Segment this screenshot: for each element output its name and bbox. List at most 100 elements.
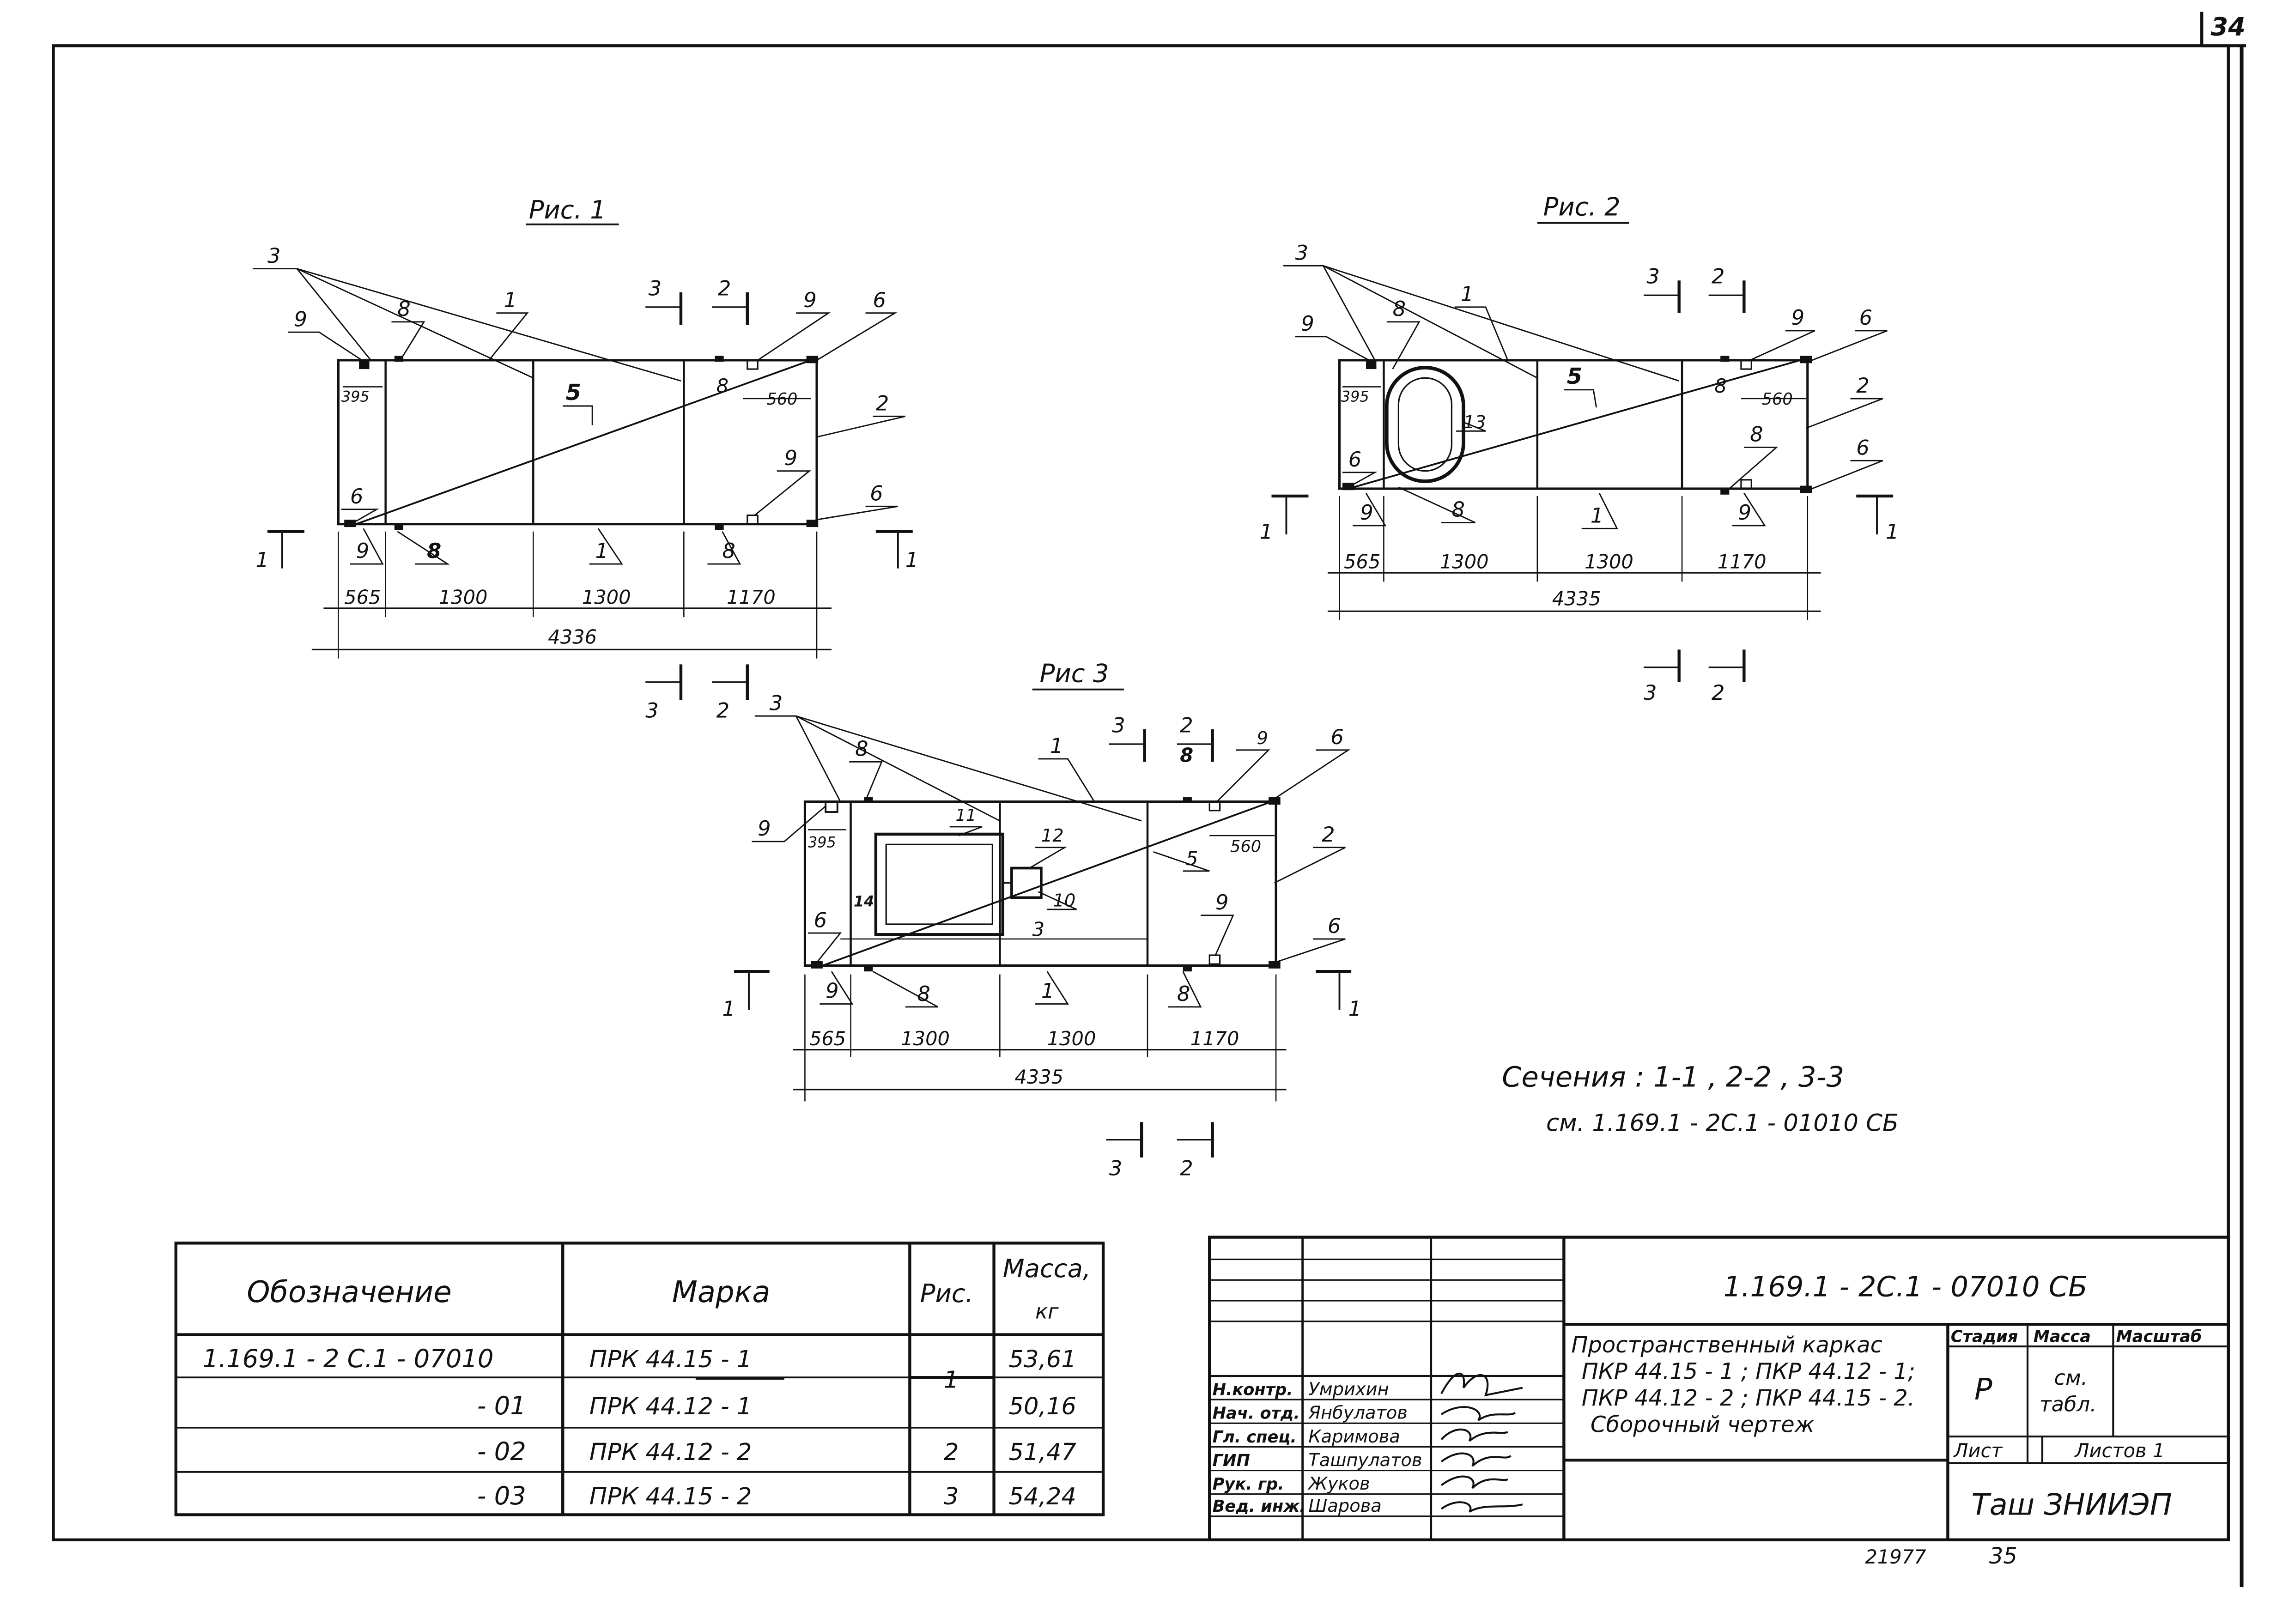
signature-role-4: ГИП <box>1213 1451 1250 1470</box>
fig2-dim-1170: 1170 <box>1718 551 1767 573</box>
spec-row3-designation: - 02 <box>477 1437 526 1466</box>
fig2-title: Рис. 2 <box>1543 193 1621 222</box>
signature-role-6: Вед. инж. <box>1213 1497 1306 1516</box>
title-line-2: ПКР 44.15 - 1 ; ПКР 44.12 - 1; <box>1582 1359 1915 1384</box>
fig1-dim-560: 560 <box>766 390 797 409</box>
fig3-callout-2: 2 <box>1322 822 1335 847</box>
fig3-callout-9-l: 9 <box>758 816 771 841</box>
signature-name-1: Умрихин <box>1308 1379 1389 1400</box>
signature-name-5: Жуков <box>1307 1473 1370 1494</box>
fig3-callout-5: 5 <box>1186 847 1198 870</box>
fig1-title: Рис. 1 <box>529 195 606 224</box>
fig1-callout-1-bot: 1 <box>595 539 608 563</box>
spec-row1-mass: 53,61 <box>1009 1346 1076 1373</box>
fig2-dim-395: 395 <box>1341 388 1369 405</box>
scale-label: Масштаб <box>2116 1327 2202 1346</box>
spec-row2-mass: 50,16 <box>1009 1393 1076 1420</box>
fig1-callout-9-tl: 9 <box>294 307 307 331</box>
title-line-4: Сборочный чертеж <box>1591 1412 1815 1437</box>
organization: Таш ЗНИИЭП <box>1972 1488 2172 1522</box>
spec-row3-mass: 51,47 <box>1009 1439 1077 1466</box>
fig1-dim-1300b: 1300 <box>582 586 631 608</box>
title-line-1: Пространственный каркас <box>1571 1333 1882 1358</box>
fig2-section-2-bot: 2 <box>1712 680 1724 705</box>
sheet-label: Лист <box>1953 1439 2003 1462</box>
fig3-section-3: 3 <box>1112 713 1125 737</box>
fig2-callout-6-tr: 6 <box>1859 305 1872 330</box>
doc-code: 1.169.1 - 2С.1 - 07010 СБ <box>1724 1271 2088 1303</box>
fig3-dim-1170: 1170 <box>1190 1027 1239 1050</box>
bottom-number-left: 21977 <box>1865 1545 1926 1568</box>
spec-row1-designation: 1.169.1 - 2 С.1 - 07010 <box>202 1344 493 1373</box>
fig1-dim-395: 395 <box>341 388 370 405</box>
fig1-callout-9-bl: 9 <box>356 539 369 563</box>
spec-row4-mass: 54,24 <box>1009 1483 1076 1510</box>
fig2-dim-total: 4335 <box>1552 588 1601 610</box>
fig2-callout-1-bot: 1 <box>1591 503 1603 528</box>
sections-note-line1: Сечения : 1-1 , 2-2 , 3-3 <box>1502 1061 1844 1094</box>
fig1-section-2: 2 <box>718 276 731 300</box>
fig2-dim-1300a: 1300 <box>1440 551 1489 573</box>
stage-value: Р <box>1974 1373 1992 1407</box>
fig1-callout-6-br: 6 <box>870 481 883 506</box>
fig3-dim-565: 565 <box>809 1027 846 1050</box>
fig1-callout-6-tr: 6 <box>873 288 886 312</box>
fig2-callout-6-bl: 6 <box>1348 447 1361 472</box>
fig3-callout-12: 12 <box>1041 825 1064 846</box>
fig3-dim-1300b: 1300 <box>1047 1027 1096 1050</box>
fig1-callout-5: 5 <box>566 380 581 406</box>
fig1-callout-6-bl: 6 <box>350 484 363 509</box>
spec-row4-fig: 3 <box>944 1483 959 1510</box>
fig2-section-3-bot: 3 <box>1644 680 1657 705</box>
fig2-callout-9-br: 9 <box>1738 500 1751 525</box>
fig3-dim-total: 4335 <box>1014 1066 1063 1088</box>
spec-row2-designation: - 01 <box>477 1391 526 1420</box>
fig3-callout-10: 10 <box>1053 891 1075 911</box>
fig3-section-2-bot: 2 <box>1180 1156 1193 1180</box>
fig3-callout-9-tr: 9 <box>1257 728 1268 749</box>
title-line-3: ПКР 44.12 - 2 ; ПКР 44.15 - 2. <box>1582 1386 1915 1411</box>
fig3-callout-14: 14 <box>854 893 874 910</box>
fig3-dim-395: 395 <box>808 834 836 851</box>
figure-2: Рис. 2 3 9 <box>1260 193 1899 705</box>
fig2-callout-13: 13 <box>1463 412 1486 433</box>
fig1-dim-565: 565 <box>344 586 381 608</box>
title-block: Н.контр. Умрихин Нач. отд. Янбулатов Гл.… <box>1208 1236 2230 1542</box>
fig1-callout-8-br: 8 <box>722 539 735 563</box>
fig1-dim-1170: 1170 <box>727 586 776 608</box>
spec-row3-fig: 2 <box>944 1439 959 1466</box>
fig3-callout-8-br: 8 <box>1177 982 1190 1006</box>
fig1-dim-total: 4336 <box>548 626 597 648</box>
fig3-dim-1300a: 1300 <box>901 1027 950 1050</box>
figure-3: Рис 3 <box>722 659 1361 1181</box>
fig3-callout-3-top: 3 <box>770 691 783 715</box>
fig3-section-1-right: 1 <box>1348 996 1361 1021</box>
spec-row2-mark: ПРК 44.12 - 1 <box>589 1393 752 1420</box>
spec-row4-designation: - 03 <box>477 1481 526 1510</box>
fig3-callout-9-mr: 9 <box>1215 890 1228 915</box>
fig1-section-1-right: 1 <box>905 547 918 572</box>
fig3-dim-560: 560 <box>1230 837 1261 856</box>
fig1-callout-9-tr: 9 <box>803 288 816 312</box>
signature-role-1: Н.контр. <box>1213 1381 1293 1400</box>
signature-role-2: Нач. отд. <box>1213 1404 1300 1423</box>
fig2-section-1-right: 1 <box>1886 520 1899 544</box>
fig2-callout-8-bl: 8 <box>1451 497 1464 522</box>
handwritten-signatures <box>1440 1372 1523 1513</box>
fig3-callout-8-tl: 8 <box>855 737 868 761</box>
fig1-callout-8-bl: 8 <box>427 539 441 563</box>
fig3-callout-8-bl: 8 <box>917 982 930 1006</box>
fig3-callout-3-mid: 3 <box>1032 918 1044 940</box>
spec-row1-fig: 1 <box>944 1367 959 1394</box>
fig2-section-3: 3 <box>1646 264 1659 289</box>
fig3-callout-9-bl: 9 <box>826 979 838 1003</box>
fig3-callout-6-bl: 6 <box>814 908 827 932</box>
bottom-number-right: 35 <box>1989 1544 2017 1569</box>
fig1-section-3-bot: 3 <box>645 698 658 722</box>
fig3-callout-1-bot: 1 <box>1041 979 1054 1003</box>
fig1-callout-8-mid: 8 <box>716 375 729 397</box>
fig2-dim-1300b: 1300 <box>1585 551 1633 573</box>
spec-header-mass: Масса, <box>1003 1254 1091 1283</box>
signature-role-3: Гл. спец. <box>1213 1428 1297 1447</box>
fig2-callout-8-tl: 8 <box>1393 297 1406 321</box>
